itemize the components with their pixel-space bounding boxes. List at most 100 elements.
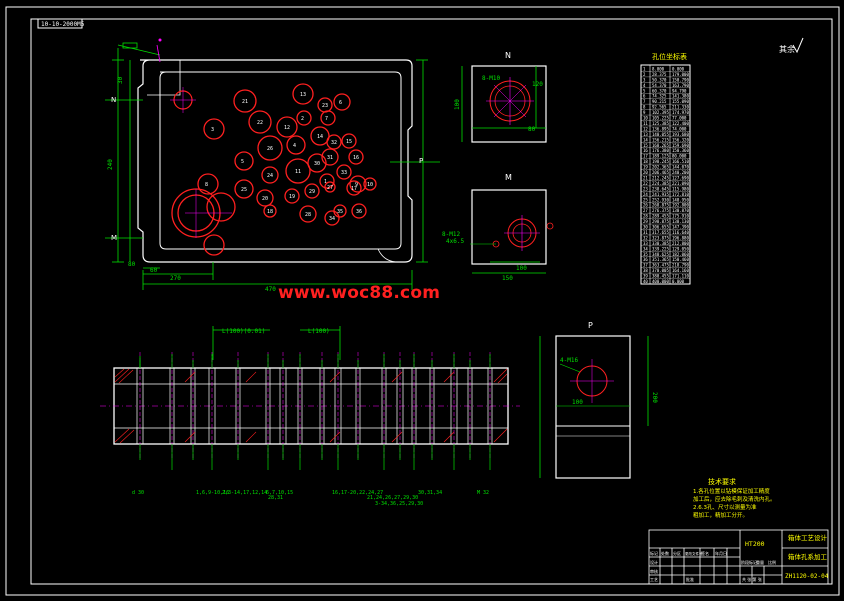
- svg-text:加工后，应去除毛刺及清洗内孔。: 加工后，应去除毛刺及清洗内孔。: [693, 495, 776, 503]
- table-cell: 6: [643, 94, 646, 99]
- table-cell: 363.475: [652, 263, 669, 268]
- hole-number: 6: [339, 100, 342, 106]
- table-cell: 25: [643, 197, 648, 202]
- table-cell: 50.370: [652, 77, 667, 82]
- table-cell: 34: [643, 246, 648, 251]
- table-cell: 156.320: [672, 137, 689, 142]
- hole-circle: [321, 148, 339, 166]
- table-cell: 94.790: [672, 88, 687, 93]
- hole-number: 31: [327, 155, 333, 161]
- outer-frame: [5, 6, 840, 596]
- hole-circle: [324, 210, 340, 226]
- hole-circle: [310, 126, 330, 146]
- hole-circle: [307, 153, 327, 173]
- svg-text:标记: 标记: [650, 550, 658, 556]
- hole-number: 23: [322, 103, 328, 109]
- svg-text:设计: 设计: [650, 559, 658, 565]
- technical-notes: 技术要求 1.各孔位置以钻模保证加工精度 加工后，应去除毛刺及清洗内孔。 2.6…: [693, 477, 776, 519]
- hole-circle: [292, 83, 314, 105]
- table-cell: 298.875: [652, 219, 669, 224]
- table-cell: 15: [643, 143, 648, 148]
- table-cell: 198.245: [652, 159, 669, 164]
- hole-number: 16: [353, 155, 359, 161]
- table-cell: 155.090: [672, 99, 689, 104]
- table-cell: 27: [643, 208, 648, 213]
- table-cell: 240.200: [672, 170, 689, 175]
- table-cell: 276.375: [652, 208, 669, 213]
- table-cell: 14: [643, 137, 648, 142]
- table-cell: 150.360: [672, 148, 689, 153]
- center-mark: [158, 38, 162, 42]
- svg-text:470: 470: [265, 286, 276, 293]
- table-cell: 8: [643, 105, 646, 110]
- table-cell: 211.330: [672, 105, 689, 110]
- table-cell: 28: [643, 214, 648, 219]
- table-cell: 105.225: [652, 116, 669, 121]
- svg-text:更改文件号: 更改文件号: [685, 551, 703, 556]
- table-cell: 92.565: [652, 105, 667, 110]
- svg-text:30,31,34: 30,31,34: [418, 490, 442, 496]
- section-hatch: [391, 431, 403, 443]
- hole-number: 35: [337, 209, 343, 215]
- table-cell: 54.370: [652, 83, 667, 88]
- svg-text:d 30: d 30: [132, 490, 144, 496]
- svg-text:4-M16: 4-M16: [560, 357, 578, 364]
- table-cell: 212.800: [672, 241, 689, 246]
- table-cell: 168.265: [652, 143, 669, 148]
- table-cell: 147.390: [672, 225, 689, 230]
- hole-circle: [263, 204, 277, 218]
- hole-number: 18: [267, 209, 273, 215]
- center-mark-line: [156, 44, 161, 63]
- table-cell: 4: [643, 83, 646, 88]
- section-hatch: [245, 371, 257, 383]
- roughness-mark: 其余: [779, 44, 795, 54]
- table-cell: 206.465: [652, 170, 669, 175]
- section-hatch: [443, 431, 455, 443]
- table-cell: 150.460: [672, 257, 689, 262]
- title-block: [648, 529, 829, 585]
- table-cell: 148.950: [672, 197, 689, 202]
- svg-text:M 32: M 32: [477, 490, 489, 496]
- table-cell: 23: [643, 186, 648, 191]
- table-cell: 13: [643, 132, 648, 137]
- side-m-dim-text: 100 150 8-M12 4x6.5: [442, 231, 527, 282]
- hole-number: 4: [293, 143, 296, 149]
- table-cell: 102.395: [652, 110, 669, 115]
- table-cell: 189.125: [652, 154, 669, 159]
- hole-circle: [320, 110, 336, 126]
- svg-text:100: 100: [454, 99, 461, 110]
- svg-text:21,24,26,27,29,30: 21,24,26,27,29,30: [367, 495, 418, 501]
- svg-text:工艺: 工艺: [650, 577, 658, 582]
- table-cell: 176.380: [652, 148, 669, 153]
- svg-text:HT200: HT200: [745, 540, 765, 548]
- title-block-text: 箱体工艺设计 HT200 箱体孔系加工 ZH1120-02-04 标记 处数 分…: [650, 533, 829, 582]
- table-cell: 140.055: [652, 132, 669, 137]
- table-cell: 156.215: [652, 137, 669, 142]
- table-cell: 38: [643, 268, 648, 273]
- hole-number: 15: [346, 139, 352, 145]
- hole-circle: [333, 204, 347, 218]
- hole-number: 19: [289, 194, 295, 200]
- table-cell: 306.655: [652, 225, 669, 230]
- hole-number: 5: [241, 159, 244, 165]
- table-cell: 268.875: [652, 203, 669, 208]
- side-n-dim-text: 80 100 120 8-M10: [454, 75, 543, 133]
- small-marker: [122, 42, 138, 49]
- svg-text:30: 30: [117, 76, 124, 84]
- hole-number: 8: [205, 182, 208, 188]
- svg-text:审核: 审核: [650, 568, 658, 574]
- svg-text:签名: 签名: [701, 550, 709, 556]
- hole-number: 20: [262, 196, 268, 202]
- table-cell: 7: [643, 99, 646, 104]
- svg-text:3-34,36,25,29,30: 3-34,36,25,29,30: [375, 501, 423, 507]
- table-cell: 317.655: [652, 230, 669, 235]
- svg-text:分区: 分区: [673, 550, 681, 556]
- hole-number: 2: [301, 116, 304, 122]
- svg-text:L(100): L(100): [308, 328, 330, 335]
- svg-text:120: 120: [532, 81, 543, 88]
- table-cell: 31: [643, 230, 648, 235]
- side-view-p: P: [539, 321, 649, 479]
- table-cell: 150.790: [672, 77, 689, 82]
- section-hatch: [329, 371, 341, 383]
